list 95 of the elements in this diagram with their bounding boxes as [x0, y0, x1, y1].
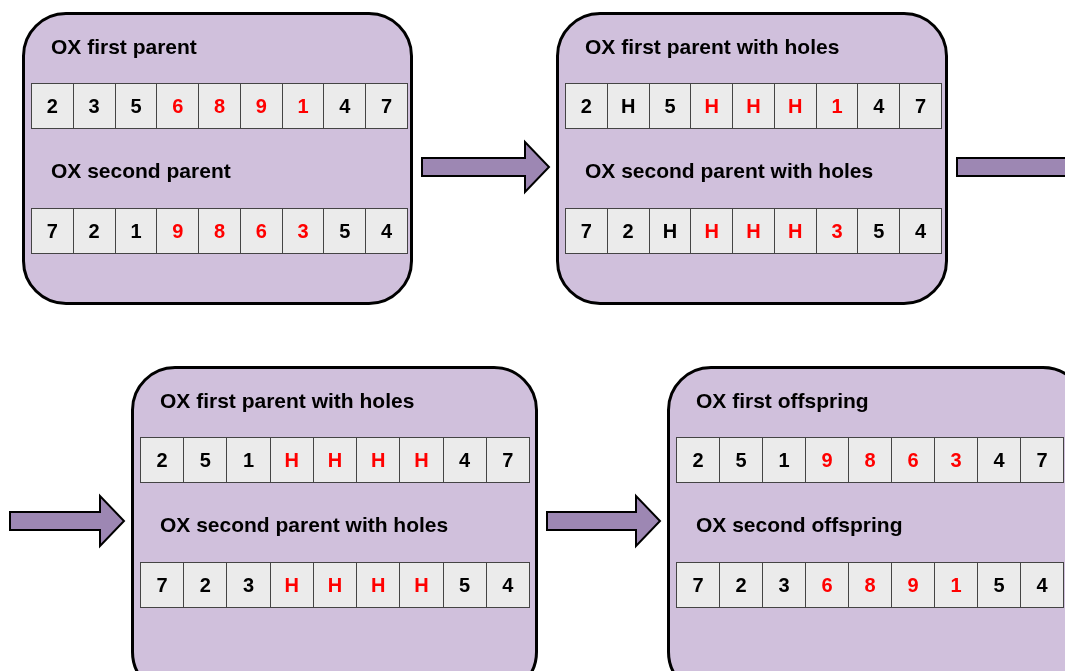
- gene-cell: H: [313, 438, 358, 482]
- block-arrow: [421, 139, 551, 195]
- gene-cell: 2: [566, 84, 608, 128]
- gene-cell: 5: [720, 438, 763, 482]
- gene-row: [31, 83, 408, 129]
- gene-cell: 6: [240, 209, 283, 253]
- gene-cell: H: [774, 84, 817, 128]
- gene-cell: 3: [227, 563, 271, 607]
- gene-cell: 8: [849, 563, 892, 607]
- panel-heading: OX first parent with holes: [160, 388, 415, 414]
- gene-cell: H: [400, 438, 444, 482]
- gene-cell: H: [270, 438, 314, 482]
- gene-cell: 1: [935, 563, 978, 607]
- gene-cell: H: [774, 209, 817, 253]
- gene-row: [31, 208, 408, 254]
- rounded-panel: [667, 366, 1065, 671]
- gene-cell: H: [400, 563, 444, 607]
- gene-cell: 5: [184, 438, 228, 482]
- gene-cell: 5: [324, 209, 367, 253]
- gene-cell: 4: [324, 84, 367, 128]
- gene-cell: 7: [677, 563, 720, 607]
- gene-cell: 8: [199, 209, 241, 253]
- gene-cell: 4: [366, 209, 408, 253]
- gene-cell: H: [733, 84, 775, 128]
- gene-cell: 1: [763, 438, 806, 482]
- gene-cell: 9: [892, 563, 935, 607]
- gene-cell: 4: [1021, 563, 1063, 607]
- gene-cell: 5: [858, 209, 901, 253]
- rounded-panel: [131, 366, 538, 671]
- gene-cell: 9: [806, 438, 849, 482]
- gene-cell: 1: [227, 438, 271, 482]
- gene-cell: 3: [763, 563, 806, 607]
- panel-heading: OX first offspring: [696, 388, 869, 414]
- gene-cell: H: [691, 209, 734, 253]
- panel-heading: OX second parent: [51, 158, 231, 184]
- gene-cell: 1: [282, 84, 325, 128]
- rounded-panel: [556, 12, 948, 305]
- gene-cell: 5: [443, 563, 487, 607]
- panel-heading: OX second offspring: [696, 512, 903, 538]
- gene-cell: 2: [141, 438, 185, 482]
- gene-cell: 1: [816, 84, 859, 128]
- gene-cell: H: [733, 209, 775, 253]
- gene-cell: 2: [73, 209, 116, 253]
- gene-cell: 7: [141, 563, 185, 607]
- gene-cell: 2: [607, 209, 650, 253]
- gene-cell: 3: [816, 209, 859, 253]
- gene-cell: H: [313, 563, 358, 607]
- panel-heading: OX first parent with holes: [585, 34, 840, 60]
- rounded-panel: [22, 12, 413, 305]
- gene-cell: 7: [1021, 438, 1063, 482]
- gene-cell: 5: [978, 563, 1021, 607]
- gene-cell: H: [357, 438, 401, 482]
- gene-cell: 2: [184, 563, 228, 607]
- gene-cell: 6: [806, 563, 849, 607]
- gene-row: [565, 83, 942, 129]
- panel-heading: OX second parent with holes: [585, 158, 874, 184]
- gene-cell: 6: [892, 438, 935, 482]
- gene-cell: 7: [32, 209, 74, 253]
- gene-cell: 2: [32, 84, 74, 128]
- gene-row: [676, 562, 1064, 608]
- gene-cell: 9: [157, 209, 200, 253]
- gene-cell: H: [357, 563, 401, 607]
- gene-cell: 2: [720, 563, 763, 607]
- gene-cell: H: [270, 563, 314, 607]
- gene-row: [565, 208, 942, 254]
- gene-cell: 3: [282, 209, 325, 253]
- panel-heading: OX first parent: [51, 34, 197, 60]
- gene-cell: 8: [199, 84, 241, 128]
- gene-cell: 7: [366, 84, 408, 128]
- gene-cell: 2: [677, 438, 720, 482]
- gene-cell: 3: [73, 84, 116, 128]
- gene-cell: 1: [115, 209, 158, 253]
- gene-cell: 7: [900, 84, 942, 128]
- gene-cell: 3: [935, 438, 978, 482]
- gene-cell: 4: [978, 438, 1021, 482]
- gene-cell: H: [607, 84, 650, 128]
- gene-cell: 5: [115, 84, 158, 128]
- block-arrow: [9, 493, 126, 549]
- gene-cell: 4: [486, 563, 529, 607]
- gene-cell: 6: [157, 84, 200, 128]
- gene-row: [140, 437, 530, 483]
- gene-cell: 8: [849, 438, 892, 482]
- gene-cell: 4: [443, 438, 487, 482]
- gene-cell: 7: [566, 209, 608, 253]
- gene-row: [676, 437, 1064, 483]
- panel-heading: OX second parent with holes: [160, 512, 449, 538]
- gene-cell: 5: [649, 84, 692, 128]
- gene-cell: 4: [858, 84, 901, 128]
- gene-row: [140, 562, 530, 608]
- gene-cell: H: [649, 209, 692, 253]
- gene-cell: 9: [240, 84, 283, 128]
- gene-cell: H: [691, 84, 734, 128]
- gene-cell: 7: [486, 438, 529, 482]
- block-arrow: [546, 493, 662, 549]
- gene-cell: 4: [900, 209, 942, 253]
